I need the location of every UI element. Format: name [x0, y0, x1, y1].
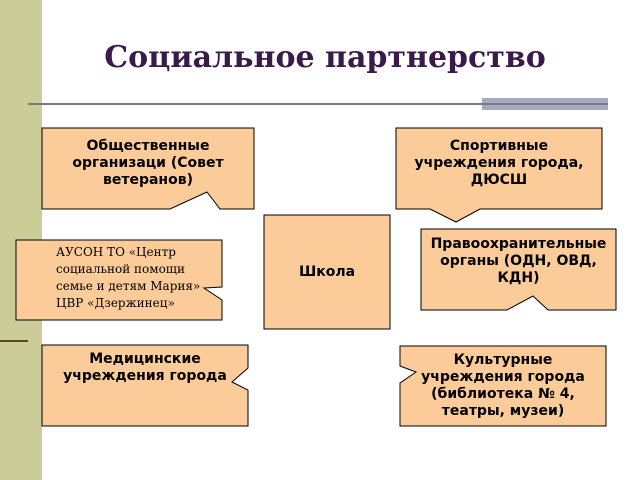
sports-box: Спортивные учреждения города, ДЮСШ [396, 128, 602, 198]
public-orgs-shape [41, 127, 255, 210]
law-label: Правоохранительные органы (ОДН, ОВД, КДН… [430, 235, 607, 286]
ayson-box: АУСОН ТО «Центр социальной помощи семье … [56, 245, 201, 310]
school-label: Школа [298, 263, 356, 280]
law-box: Правоохранительные органы (ОДН, ОВД, КДН… [421, 229, 616, 293]
page-title: Социальное партнерство [104, 40, 546, 75]
sidebar-divider [0, 340, 28, 342]
culture-shape [399, 345, 607, 427]
medical-shape [41, 344, 249, 427]
sports-shape [395, 127, 603, 223]
public-orgs-box: Общественные организаци (Совет ветеранов… [42, 128, 254, 198]
culture-box: Культурные учреждения города (библиотека… [400, 346, 606, 426]
public-orgs-label: Общественные организаци (Совет ветеранов… [72, 137, 224, 188]
title-rule-accent [482, 98, 608, 110]
school-box: Школа [264, 215, 390, 329]
school-shape [263, 214, 391, 330]
law-shape [420, 228, 617, 311]
culture-label: Культурные учреждения города (библиотека… [421, 352, 585, 419]
medical-box: Медицинские учреждения города [42, 345, 248, 391]
sports-label: Спортивные учреждения города, ДЮСШ [414, 137, 584, 188]
title-rule [28, 103, 608, 105]
ayson-shape [15, 239, 223, 321]
medical-label: Медицинские учреждения города [63, 351, 227, 384]
